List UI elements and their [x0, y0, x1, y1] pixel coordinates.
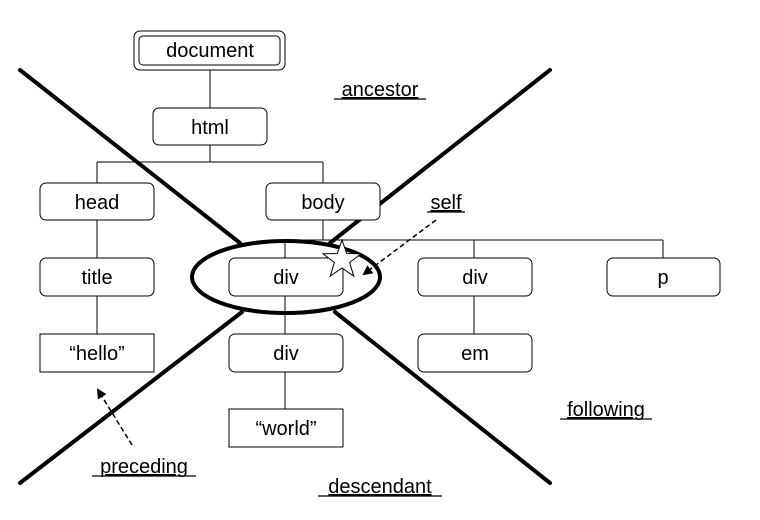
node-hello-text: “hello”	[39, 333, 155, 373]
node-html: html	[152, 107, 268, 146]
label-self: self	[430, 192, 462, 214]
star-icon	[321, 238, 363, 278]
self-arrow	[362, 219, 437, 276]
label-descendant: descendant	[328, 476, 432, 498]
node-label: em	[461, 343, 489, 365]
node-label: head	[75, 192, 120, 214]
node-div-right: div	[417, 257, 533, 297]
preceding-arrow	[96, 388, 133, 446]
node-label: body	[301, 192, 344, 214]
label-following: following	[567, 399, 645, 421]
node-body: body	[265, 182, 381, 221]
node-label: html	[191, 117, 229, 139]
divider-nw	[18, 68, 242, 245]
node-label: title	[81, 267, 112, 289]
node-label: “world”	[255, 418, 316, 440]
node-div-child: div	[228, 333, 344, 373]
label-ancestor: ancestor	[342, 79, 419, 101]
divider-sw	[18, 310, 244, 485]
node-world-text: “world”	[228, 408, 344, 448]
divider-se	[333, 310, 552, 485]
node-div-self: div	[228, 257, 344, 297]
node-label: div	[462, 267, 488, 289]
node-title: title	[39, 257, 155, 297]
node-label: “hello”	[69, 343, 125, 365]
node-head: head	[39, 182, 155, 221]
node-document: document	[133, 30, 286, 71]
node-label: document	[166, 40, 254, 62]
label-underlines	[92, 98, 652, 497]
node-label: p	[657, 267, 668, 289]
label-preceding: preceding	[100, 456, 188, 478]
node-label: div	[273, 267, 299, 289]
node-label: div	[273, 343, 299, 365]
node-em: em	[417, 333, 533, 373]
node-p: p	[606, 257, 721, 297]
self-ellipse	[190, 239, 382, 315]
